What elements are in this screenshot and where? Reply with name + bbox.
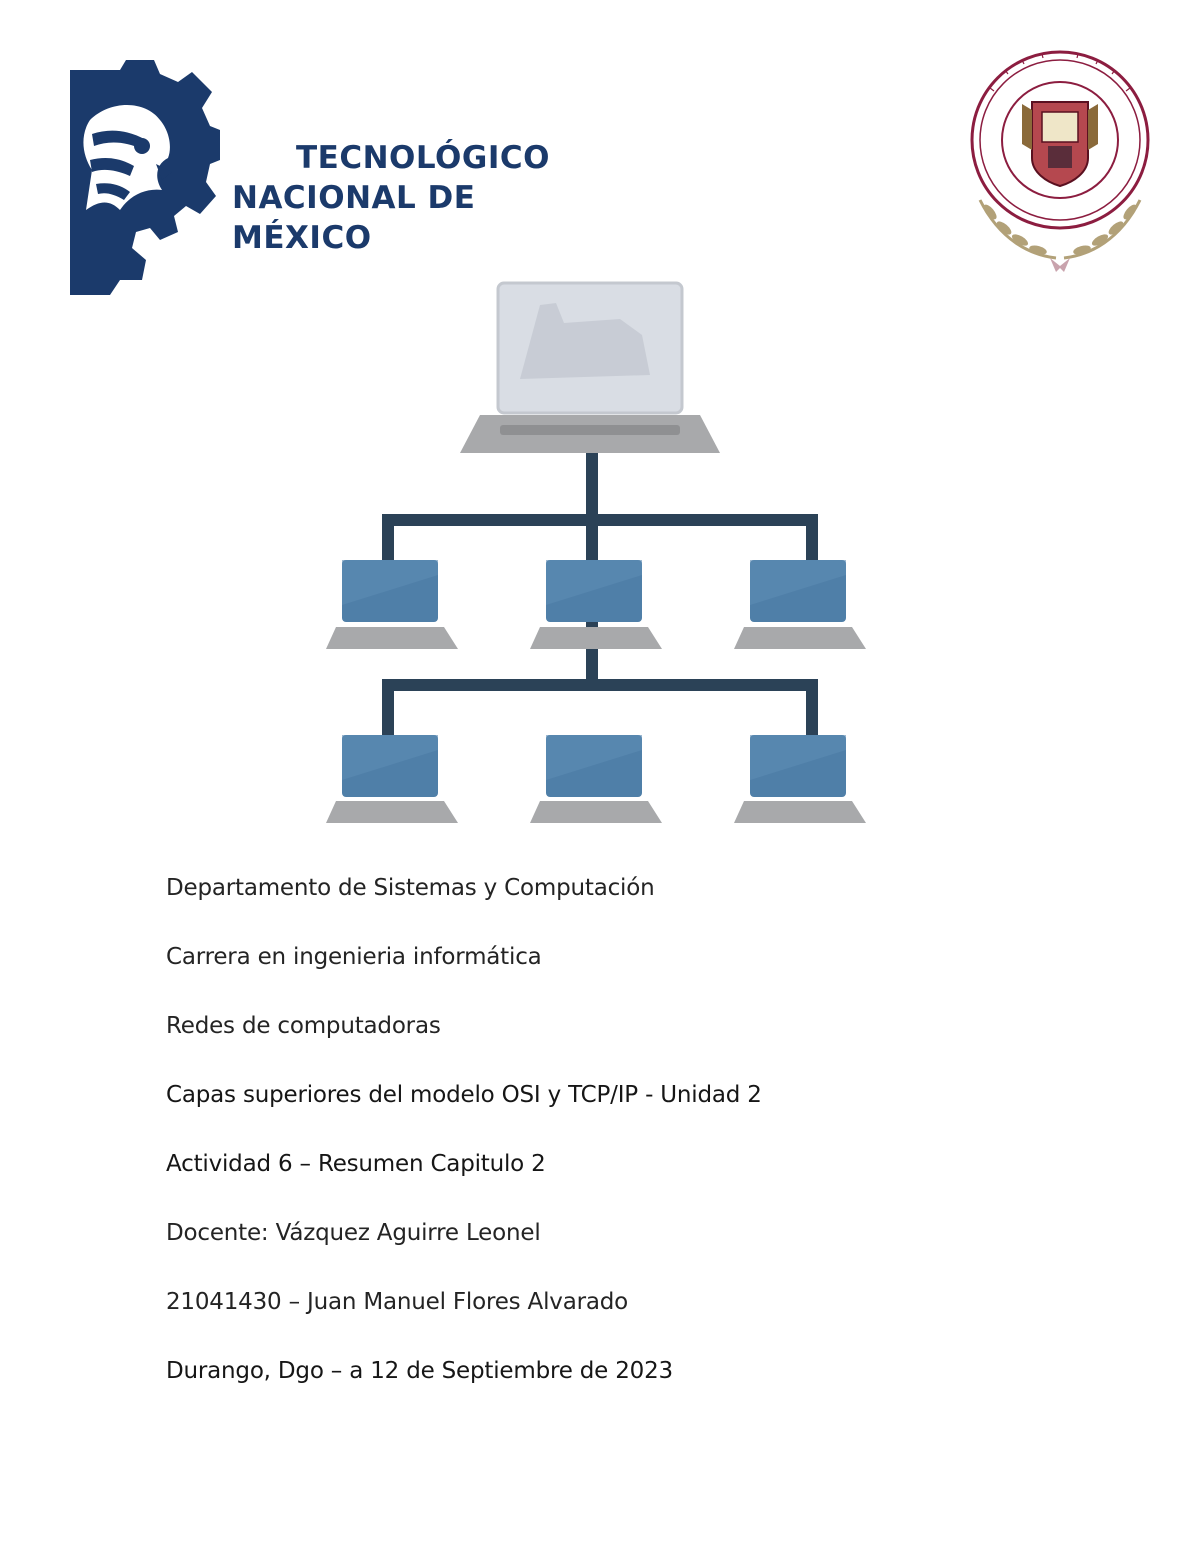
course-line: Redes de computadoras xyxy=(166,1013,441,1039)
client-laptop-icon xyxy=(326,735,458,823)
cover-info-list: Departamento de Sistemas y Computación C… xyxy=(166,868,1066,1420)
client-laptop-icon xyxy=(530,560,662,649)
teacher-line: Docente: Vázquez Aguirre Leonel xyxy=(166,1220,541,1246)
tecnm-wordmark-line1: TECNOLÓGICO xyxy=(296,140,550,176)
client-laptop-icon xyxy=(734,560,866,649)
activity-line: Actividad 6 – Resumen Capitulo 2 xyxy=(166,1151,546,1177)
place-date-line: Durango, Dgo – a 12 de Septiembre de 202… xyxy=(166,1358,673,1384)
tecnm-logo: TECNOLÓGICO NACIONAL DE MÉXICO xyxy=(50,60,580,300)
server-laptop-icon xyxy=(460,281,720,453)
tecnm-eagle-gear-icon xyxy=(70,60,220,295)
student-line: 21041430 – Juan Manuel Flores Alvarado xyxy=(166,1289,629,1315)
client-laptop-icon xyxy=(530,735,662,823)
unit-line: Capas superiores del modelo OSI y TCP/IP… xyxy=(166,1082,762,1108)
tecnm-wordmark-line2: NACIONAL DE MÉXICO xyxy=(232,180,476,256)
client-laptop-icon xyxy=(734,735,866,823)
network-tree-icon xyxy=(326,281,866,823)
career-line: Carrera en ingenieria informática xyxy=(166,944,542,970)
tecnm-wordmark: TECNOLÓGICO NACIONAL DE MÉXICO xyxy=(232,138,580,258)
institute-seal-icon xyxy=(970,50,1150,272)
department-line: Departamento de Sistemas y Computación xyxy=(166,875,655,901)
client-laptop-icon xyxy=(326,560,458,649)
